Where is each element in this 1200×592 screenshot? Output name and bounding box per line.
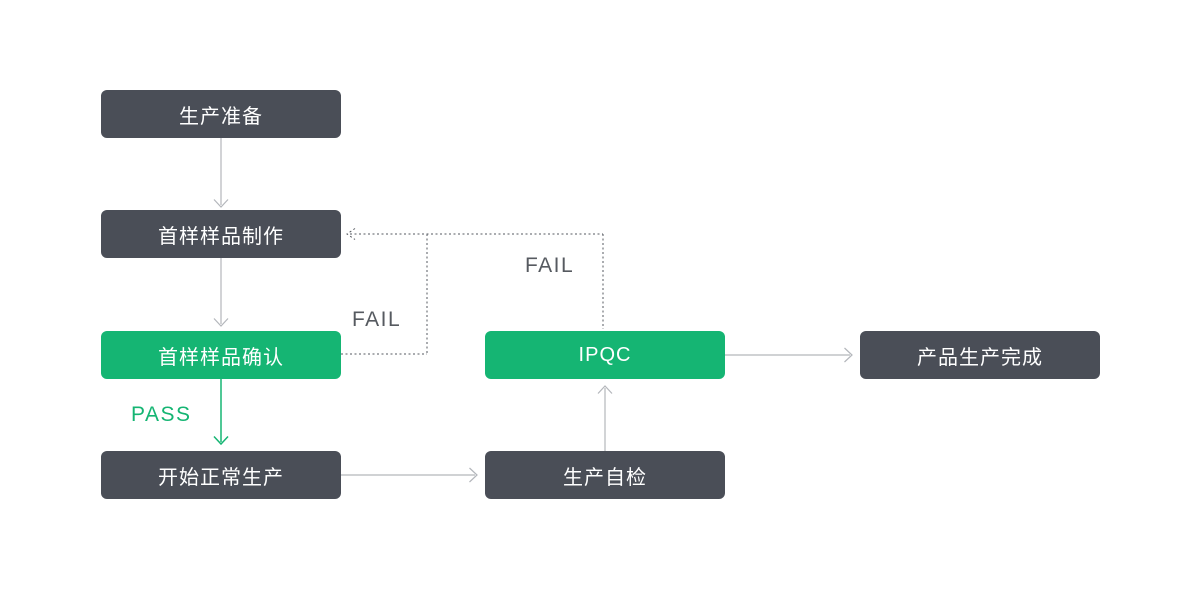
node-ipqc: IPQC [485,331,725,379]
node-production-self-check: 生产自检 [485,451,725,499]
arrow-self-check-to-ipqc [597,385,613,451]
dashed-fail-return-lines [341,228,604,355]
node-production-prep: 生产准备 [101,90,341,138]
arrow-sample-make-to-sample-confirm [213,258,229,327]
node-label: 首样样品确认 [158,346,284,369]
node-first-sample-confirm: 首样样品确认 [101,331,341,379]
node-label: 生产自检 [563,466,647,489]
node-label: 产品生产完成 [917,346,1043,369]
arrow-start-production-to-self-check [341,467,478,483]
node-first-sample-make: 首样样品制作 [101,210,341,258]
arrow-pass-sample-confirm-to-start-production [213,379,229,446]
arrow-ipqc-to-complete [725,347,853,363]
arrow-prep-to-sample-make [213,138,229,208]
node-label: IPQC [578,343,632,366]
node-label: 生产准备 [179,105,263,128]
edge-label-pass: PASS [131,403,192,426]
node-label: 开始正常生产 [158,466,284,489]
node-product-production-complete: 产品生产完成 [860,331,1100,379]
edge-label-fail-ipqc: FAIL [525,254,575,277]
edge-label-fail-first-sample: FAIL [352,308,402,331]
node-start-normal-production: 开始正常生产 [101,451,341,499]
node-label: 首样样品制作 [158,225,284,248]
